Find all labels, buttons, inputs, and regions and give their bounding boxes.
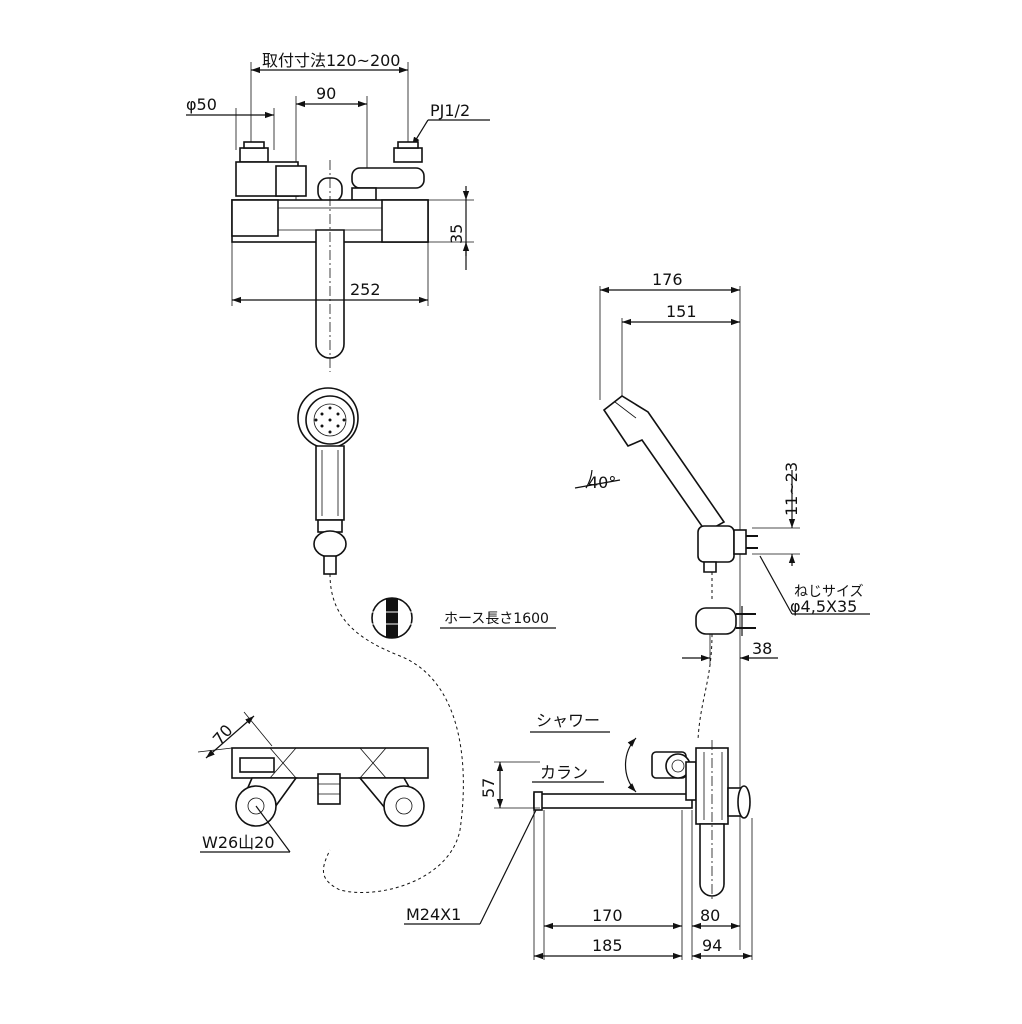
hand-shower	[297, 387, 464, 893]
dim-35: 35	[447, 224, 466, 244]
plan-view: 70 W26山20	[197, 711, 429, 853]
dim-57: 57	[479, 778, 498, 798]
dim-185: 185	[592, 936, 623, 955]
side-view: 176 151 40° 11~23 ねじサイズ φ4,5X35 38	[574, 270, 870, 950]
dim-w26: W26山20	[202, 833, 275, 852]
dim-170: 170	[592, 906, 623, 925]
label-faucet: カラン	[540, 763, 588, 782]
front-view: 取付寸法120~200 φ50 90 PJ1/2 35 252	[186, 51, 490, 372]
screw-label: ねじサイズ	[794, 584, 864, 600]
dim-38: 38	[752, 639, 772, 658]
dim-11-23: 11~23	[782, 462, 801, 516]
dim-dia50: φ50	[186, 95, 217, 114]
dim-176: 176	[652, 270, 683, 289]
dim-90: 90	[316, 84, 336, 103]
dim-angle: 40°	[588, 473, 616, 492]
dim-80: 80	[700, 906, 720, 925]
dim-151: 151	[666, 302, 697, 321]
dim-mount-range: 取付寸法120~200	[262, 51, 401, 70]
hose-detail: ホース長さ1600	[371, 597, 556, 639]
dim-pj: PJ1/2	[430, 101, 470, 120]
hose-length-label: ホース長さ1600	[444, 611, 549, 627]
dim-m24: M24X1	[406, 905, 461, 924]
label-shower: シャワー	[536, 711, 600, 730]
dim-252: 252	[350, 280, 381, 299]
spout-view: シャワー カラン 57 M24X1 170 80 185 94	[404, 711, 753, 960]
dim-70: 70	[209, 721, 237, 749]
dim-94: 94	[702, 936, 722, 955]
screw-size: φ4,5X35	[790, 597, 857, 616]
